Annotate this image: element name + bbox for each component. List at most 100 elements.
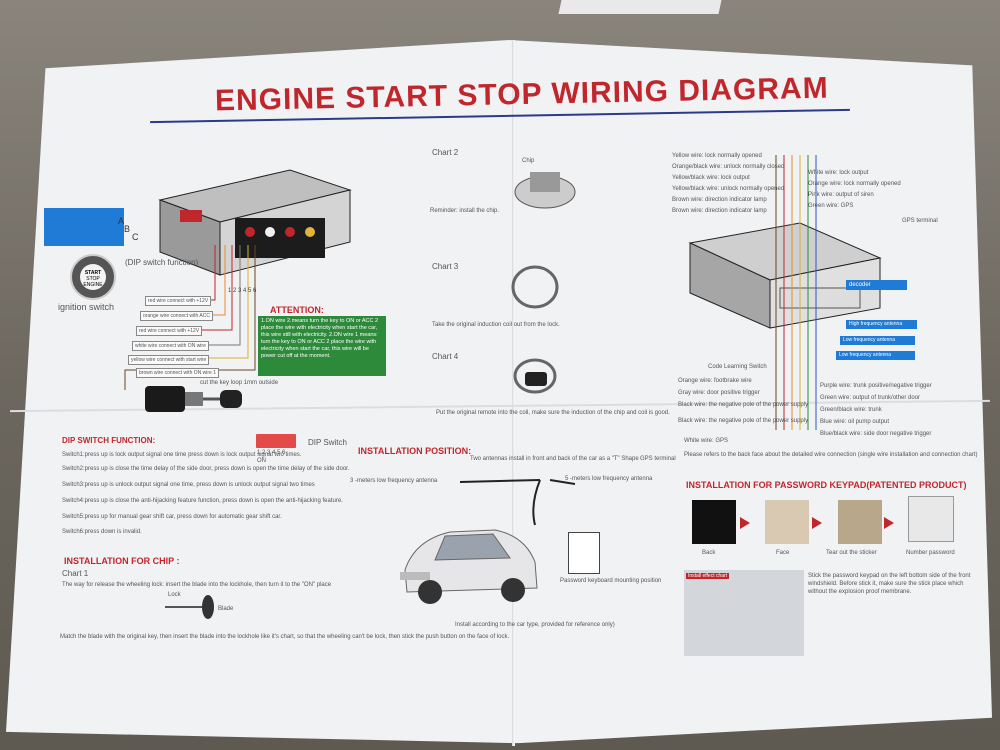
antenna-low-1: Low frequency antenna <box>840 336 915 345</box>
keypad-sticker-image <box>838 500 882 544</box>
keypad-note: Stick the password keypad on the left bo… <box>808 573 971 595</box>
antenna-3m-label: 3 -meters low frequency antenna <box>350 478 438 484</box>
antenna-low-2: Low frequency antenna <box>836 351 915 360</box>
dip-item-5: Switch5:press up for manual gear shift c… <box>62 514 282 520</box>
chart4-label: Chart 4 <box>432 352 459 361</box>
code-learning-label: Code Learning Switch <box>708 364 767 370</box>
install-effect-label: Install effect chart <box>686 573 730 579</box>
step-arrow-icon-3 <box>884 517 894 529</box>
dip-switch-label: DIP Switch <box>308 438 347 447</box>
decoder-badge: decoder <box>846 280 907 290</box>
dip-function-panel <box>44 208 124 246</box>
chip-footer: Match the blade with the original key, t… <box>60 634 510 640</box>
dip-item-3: Switch3:press up is unlock output signal… <box>62 482 315 488</box>
chart3-label: Chart 3 <box>432 262 459 271</box>
right-wire-far-2: Green wire: output of trunk/other door <box>820 395 921 401</box>
button-text-stop: STOP <box>86 276 100 282</box>
terminal-numbers: 1 2 3 4 5 6 <box>228 288 257 294</box>
antenna-arrows <box>459 479 576 526</box>
vertical-fold <box>512 40 515 746</box>
dip-on-label: ON <box>257 458 266 464</box>
attention-heading: ATTENTION: <box>270 305 324 315</box>
right-wire-side-4: Green wire: GPS <box>808 203 854 209</box>
dip-item-1: Switch1:press up is lock output signal o… <box>62 452 302 458</box>
keypad-number-image <box>908 496 954 542</box>
left-wire-label-6: brown wire connect with ON wire 1 <box>136 368 219 378</box>
left-wire-label-5: yellow wire connect with start wire <box>128 355 210 365</box>
right-wire-side-2: Orange wire: lock normally opened <box>808 181 901 187</box>
left-wire-label-2: orange wire connect with ACC <box>140 311 213 321</box>
control-box-left <box>158 169 352 276</box>
step-arrow-icon-2 <box>812 517 822 529</box>
step-arrow-icon-1 <box>740 517 750 529</box>
keypad-face-image <box>765 500 809 544</box>
attention-box: 1.ON wire 2.means turn the key to ON or … <box>258 316 386 376</box>
right-wire-far-5: Blue/black wire: side door negative trig… <box>820 431 932 437</box>
right-wire-bottom-5: White wire: GPS <box>684 438 729 444</box>
left-wire-label-1: red wire connect with +12V <box>145 296 212 306</box>
button-text-start: START <box>84 270 102 276</box>
dip-numbers: 1 2 3 4 5 6 <box>257 450 286 456</box>
terminal-c: C <box>132 232 139 242</box>
terminal-a: A <box>118 216 125 226</box>
induction-coil-diagram <box>511 265 559 309</box>
install-pos-heading: INSTALLATION POSITION: <box>358 446 472 456</box>
right-wire-top-2: Orange/black wire: unlock normally close… <box>672 164 785 170</box>
right-wire-bottom-3: Black wire: the negative pole of the pow… <box>678 402 809 408</box>
remote-in-coil-diagram <box>513 358 557 394</box>
chart1-label: Chart 1 <box>62 569 89 578</box>
keypad-back-image <box>692 500 736 544</box>
install-effect-photo <box>684 570 804 656</box>
right-wire-far-3: Green/black wire: trunk <box>820 407 882 413</box>
terminal-b: B <box>124 224 131 234</box>
dip-switch-icon <box>256 434 296 448</box>
left-wire-label-4: white wire connect with ON wire <box>132 341 209 351</box>
chart3-text: Take the original induction coil out fro… <box>432 322 560 328</box>
car-type-note: Install according to the car type, provi… <box>455 622 615 628</box>
dip-item-6: Switch6:press down is invalid. <box>62 529 142 535</box>
step-label-tear: Tear out the sticker <box>826 550 877 556</box>
right-wire-far-1: Purple wire: trunk positive/negative tri… <box>820 383 932 389</box>
right-wire-bundle <box>775 155 817 430</box>
dip-item-4: Switch4:press up is close the anti-hijac… <box>62 498 343 504</box>
step-label-number: Number password <box>906 550 955 556</box>
lock-blade-icon <box>165 595 214 619</box>
right-wire-side-3: Pink wire: output of siren <box>808 192 874 198</box>
car-illustration <box>400 529 538 604</box>
blade-label: Blade <box>218 606 234 612</box>
step-label-face: Face <box>776 550 790 556</box>
refer-note: Please refers to the back face about the… <box>684 452 978 458</box>
keypad-heading: INSTALLATION FOR PASSWORD KEYPAD(PATENTE… <box>686 480 967 490</box>
chip-reminder: Reminder: install the chip. <box>430 208 500 214</box>
chart4-text: Put the original remote into the coil, m… <box>436 410 670 416</box>
paper-stack-edge <box>558 0 722 14</box>
lock-cylinder-icon <box>145 386 242 412</box>
left-wire-label-3: red wire connect with +12V <box>136 326 203 336</box>
button-text-engine: ENGINE <box>83 282 103 288</box>
start-stop-button: START STOP ENGINE <box>70 254 116 300</box>
right-wire-bottom-2: Gray wire: door positive trigger <box>678 390 760 396</box>
right-wire-far-4: Blue wire: oil pump output <box>820 419 890 425</box>
chip-coil-diagram <box>514 172 576 209</box>
right-wire-bottom-1: Orange wire: footbrake wire <box>678 378 752 384</box>
dip-heading: DIP SWITCH FUNCTION: <box>62 436 156 445</box>
right-wire-bottom-4: Black wire: the negative pole of the pow… <box>678 418 809 424</box>
keypad-position-label: Password keyboard mounting position <box>560 578 662 584</box>
chip-heading: INSTALLATION FOR CHIP : <box>64 556 180 566</box>
antenna-two-label: Two antennas install in front and back o… <box>470 456 639 462</box>
antenna-high: High frequency antenna <box>846 320 917 329</box>
step-label-back: Back <box>702 550 716 556</box>
cut-key-label: cut the key loop 1mm outside <box>200 380 279 386</box>
right-wire-top-6: Brown wire: direction indicator lamp <box>672 208 767 214</box>
right-wire-top-3: Yellow/black wire: lock output <box>672 175 750 181</box>
chip-label: Chip <box>522 158 535 164</box>
password-keypad-icon <box>568 532 600 574</box>
right-wire-top-4: Yellow/black wire: unlock normally opene… <box>672 186 785 192</box>
gps-terminal-top: GPS terminal <box>902 218 938 224</box>
right-wire-top-5: Brown wire: direction indicator lamp <box>672 197 767 203</box>
dip-item-2: Switch2:press up is close the time delay… <box>62 466 350 472</box>
right-wire-top-1: Yellow wire: lock normally opened <box>672 153 762 159</box>
decoder-box <box>688 222 882 329</box>
dip-function-label: (DIP switch function) <box>125 258 199 267</box>
gps-terminal-bottom: GPS terminal <box>640 456 676 462</box>
